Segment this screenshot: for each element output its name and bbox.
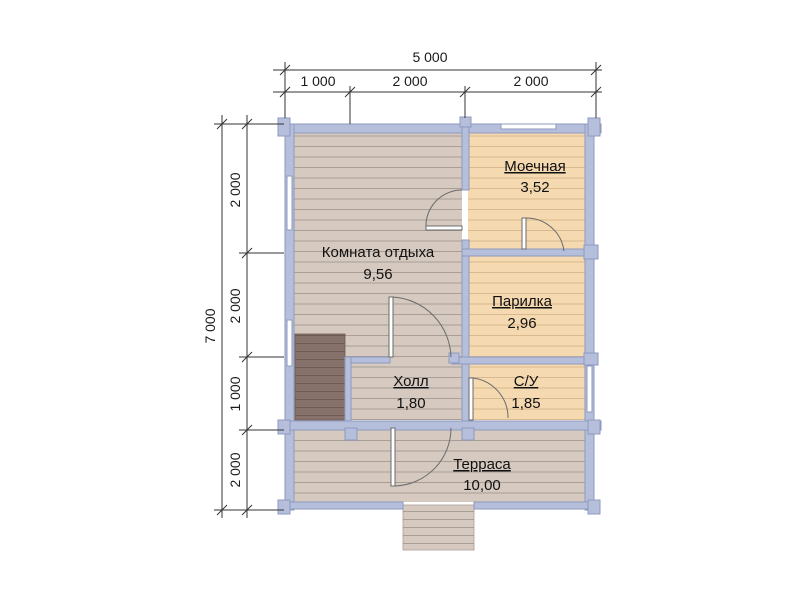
room-wash-area: 3,52: [520, 179, 549, 196]
window-top: [500, 123, 557, 130]
walls: [282, 123, 602, 511]
terrace-post-right: [584, 429, 595, 511]
room-labels: Комната отдыха 9,56 Моечная 3,52 Парилка…: [322, 158, 566, 494]
entry-steps: [402, 504, 475, 551]
dim-top-seg-2: 2 000: [392, 73, 427, 89]
dim-left-seg-1: 2 000: [227, 172, 243, 207]
window-left-1: [286, 175, 293, 231]
door-entry-leaf: [390, 427, 396, 487]
door-hall-swing: [392, 296, 452, 358]
room-wc-name: С/У: [514, 373, 539, 390]
wall-partition-vertical: [461, 123, 470, 191]
room-rest-name: Комната отдыха: [322, 244, 435, 261]
floor-wc: [468, 363, 585, 420]
terrace-post-left: [284, 429, 295, 511]
dimension-lines: [214, 62, 602, 518]
wall-steam-wc: [451, 356, 595, 365]
wall-partition-vertical-lower: [461, 239, 470, 431]
doors: [388, 189, 565, 487]
room-steam-area: 2,96: [507, 315, 536, 332]
wall-wash-steam: [461, 248, 595, 257]
dim-left-total: 7 000: [202, 308, 218, 343]
room-terrace-name: Терраса: [453, 456, 511, 473]
wall-joints: [277, 116, 601, 515]
wall-left: [284, 123, 295, 431]
terrace-rail-bottom: [284, 501, 404, 510]
dimension-labels: 5 000 1 000 2 000 2 000 7 000 2 000 2 00…: [202, 49, 549, 488]
room-rest-area: 9,56: [363, 266, 392, 283]
dim-top-total: 5 000: [412, 49, 447, 65]
window-right-wc: [586, 365, 593, 413]
door-wc-swing: [472, 377, 509, 419]
room-hall-area: 1,80: [396, 395, 425, 412]
wall-bottom: [282, 420, 602, 431]
room-steam-name: Парилка: [492, 293, 552, 310]
wall-hall-top: [344, 356, 391, 364]
room-wash-name: Моечная: [504, 158, 565, 175]
door-steam-leaf: [521, 217, 527, 250]
door-wc-leaf: [468, 377, 474, 421]
room-wc-area: 1,85: [511, 395, 540, 412]
door-wash-leaf: [425, 225, 463, 231]
room-terrace-area: 10,00: [463, 477, 501, 494]
dim-left-seg-2: 2 000: [227, 288, 243, 323]
room-hall-name: Холл: [393, 373, 428, 390]
dim-left-seg-4: 2 000: [227, 452, 243, 487]
terrace-rail-bottom-right: [473, 501, 595, 510]
door-wash-swing: [425, 189, 463, 229]
dim-top-seg-3: 2 000: [513, 73, 548, 89]
window-left-2: [286, 319, 293, 367]
door-entry-swing: [394, 427, 452, 487]
wall-hall-left: [344, 356, 352, 431]
floor-steam-room: [468, 255, 585, 357]
dim-top-seg-1: 1 000: [300, 73, 335, 89]
stairs: [294, 333, 346, 421]
dim-left-seg-3: 1 000: [227, 376, 243, 411]
door-hall-leaf: [388, 296, 394, 358]
floors: [294, 133, 586, 551]
door-steam-swing: [525, 217, 565, 252]
floor-terrace: [294, 430, 586, 502]
windows: [286, 123, 593, 413]
